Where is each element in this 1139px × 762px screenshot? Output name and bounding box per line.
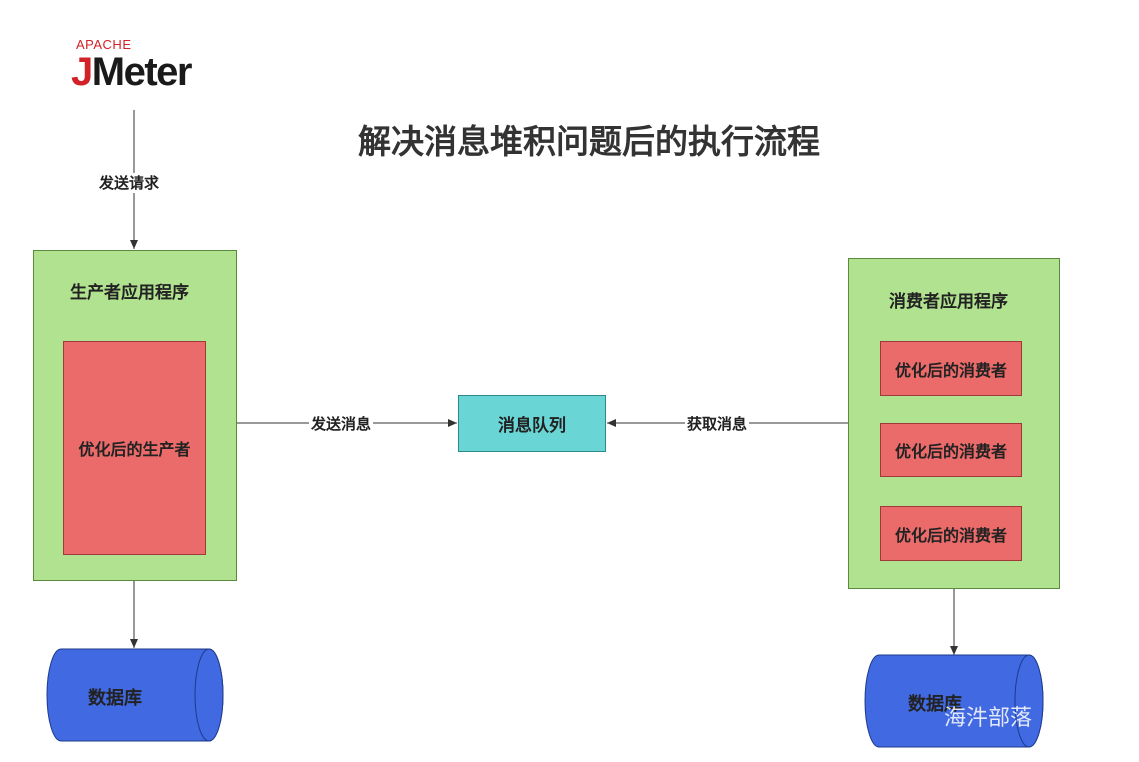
consumer-app-label: 消费者应用程序 [889,292,1008,312]
watermark-text: 海汼部落 [944,706,1033,731]
database-left-label: 数据库 [88,688,142,709]
producer-app-label: 生产者应用程序 [70,283,189,303]
optimized-consumer-label-2: 优化后的消费者 [894,442,1007,461]
optimized-producer-label: 优化后的生产者 [78,440,191,459]
message-queue-label: 消息队列 [498,416,566,436]
jmeter-logo-j: J [71,50,93,94]
database-right-label: 数据库 [908,694,962,715]
optimized-producer-box: 优化后的生产者 [63,341,206,555]
optimized-consumer-label-3: 优化后的消费者 [894,525,1007,545]
optimized-consumer-box-3: 优化后的消费者 [880,506,1022,561]
database-left-cylinder [46,648,224,742]
optimized-consumer-label-1: 优化后的消费者 [894,360,1007,380]
send-message-label: 发送消息 [309,414,374,434]
jmeter-logo: JMeter [71,50,193,94]
database-right-cylinder [864,654,1044,748]
optimized-consumer-box-1: 优化后的消费者 [880,341,1022,396]
diagram-title: 解决消息堆积问题后的执行流程 [358,122,820,161]
get-message-label: 获取消息 [685,414,750,434]
send-request-label: 发送请求 [97,173,162,193]
apache-logo-text: APACHE [76,37,132,52]
optimized-consumer-box-2: 优化后的消费者 [880,423,1022,477]
message-queue-box: 消息队列 [458,395,606,452]
jmeter-logo-meter: Meter [91,50,193,94]
